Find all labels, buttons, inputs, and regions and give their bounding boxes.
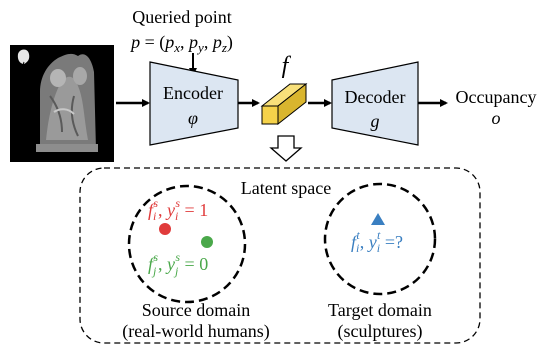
source-domain-title: Source domain [142, 300, 250, 320]
encoder-symbol: φ [188, 108, 198, 128]
down-arrow-icon [269, 135, 303, 162]
decoder-symbol: g [371, 111, 380, 131]
latent-space-box [79, 167, 481, 344]
source-domain-subtitle: (real-world humans) [122, 321, 269, 342]
source-negative-dot [201, 236, 213, 248]
decoder-block: Decoder g [331, 61, 419, 146]
source-negative-label: fjs, yjs = 0 [148, 250, 208, 278]
queried-point-formula: p = (px, py, pz) [129, 32, 233, 55]
target-sample-triangle [371, 213, 385, 225]
target-domain-subtitle: (sculptures) [338, 321, 423, 342]
decoder-label: Decoder [345, 87, 406, 107]
target-domain-title: Target domain [328, 300, 432, 320]
input-image [10, 45, 114, 162]
source-positive-dot [159, 223, 171, 235]
feature-symbol: f [282, 53, 292, 79]
target-domain-circle [323, 182, 437, 296]
output-symbol: o [492, 108, 501, 128]
target-unknown-label: fit, yit =? [351, 228, 403, 255]
queried-point-label: Queried point [132, 7, 231, 27]
feature-block: f [260, 53, 308, 126]
encoder-label: Encoder [163, 83, 223, 103]
source-positive-label: fis, yis = 1 [148, 196, 208, 223]
source-domain-circle [127, 184, 247, 304]
output-label: Occupancy [456, 87, 537, 107]
encoder-block: Encoder φ [149, 61, 239, 146]
latent-space-label: Latent space [241, 178, 331, 198]
